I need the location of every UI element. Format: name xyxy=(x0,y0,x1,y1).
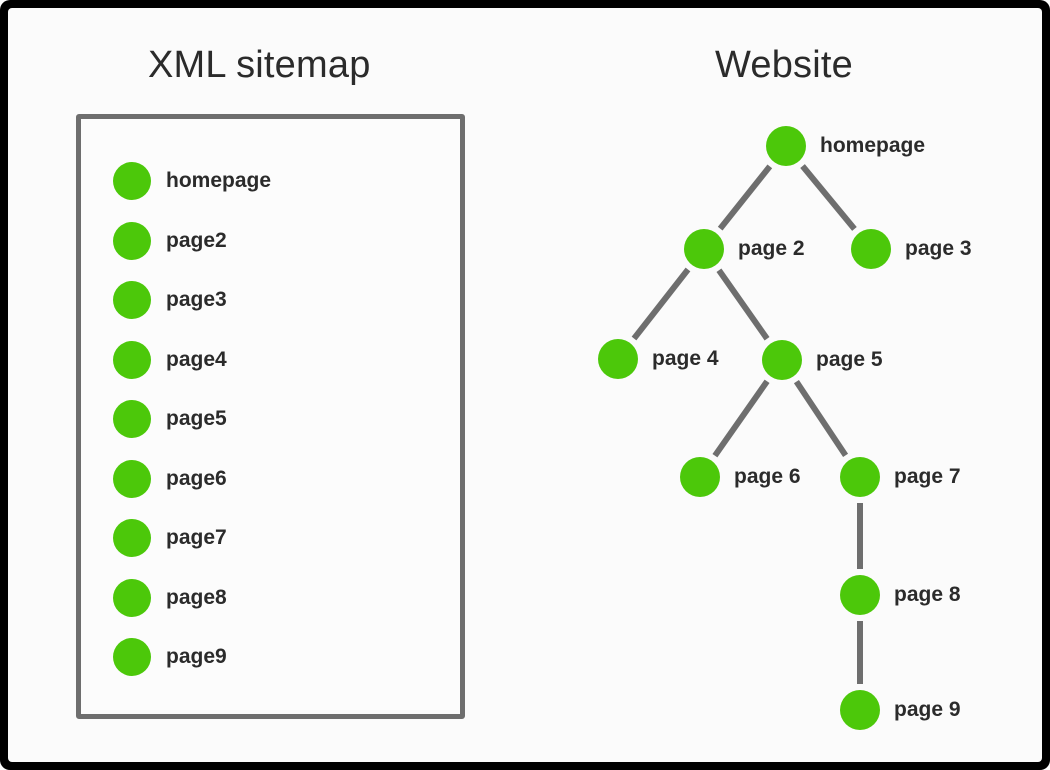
green-dot-icon xyxy=(113,221,151,260)
green-dot-icon xyxy=(113,638,151,676)
tree-node-label: page 7 xyxy=(894,465,961,488)
green-dot-icon xyxy=(598,339,638,379)
green-dot-icon xyxy=(766,126,806,166)
list-item-label: page4 xyxy=(166,347,227,371)
list-item-label: page7 xyxy=(166,526,227,549)
list-item-label: page8 xyxy=(166,585,227,609)
tree-node-page5[interactable]: page 5 xyxy=(762,340,883,380)
green-dot-icon xyxy=(840,690,880,730)
tree-node-page6[interactable]: page 6 xyxy=(680,457,801,497)
list-item[interactable]: page8 xyxy=(113,578,227,617)
tree-node-page4[interactable]: page 4 xyxy=(598,339,719,379)
website-tree: homepage page 2 page 3 page 4 page 5 page 6 pa… xyxy=(8,8,1042,762)
list-item-label: page2 xyxy=(166,228,227,252)
list-item[interactable]: page5 xyxy=(113,400,227,438)
list-item[interactable]: page3 xyxy=(113,281,227,319)
tree-edge-page5-page7 xyxy=(793,379,849,458)
tree-node-label: page 3 xyxy=(905,237,972,260)
green-dot-icon xyxy=(113,578,151,617)
green-dot-icon xyxy=(113,162,151,200)
green-dot-icon xyxy=(113,459,151,498)
tree-node-label: page 6 xyxy=(734,465,801,488)
list-item[interactable]: page2 xyxy=(113,221,227,260)
tree-edge-page5-page6 xyxy=(712,379,770,458)
green-dot-icon xyxy=(684,229,724,269)
xml-sitemap-list: homepage page2 page3 page4 page5 page6 page7 pa… xyxy=(81,119,460,714)
tree-node-label: page 4 xyxy=(652,347,719,370)
website-title: Website xyxy=(715,44,853,86)
tree-node-label: page 9 xyxy=(894,698,961,721)
green-dot-icon xyxy=(113,519,151,557)
tree-node-label: page 5 xyxy=(816,348,883,371)
list-item[interactable]: page7 xyxy=(113,519,227,557)
tree-edges xyxy=(631,164,863,684)
tree-node-label: homepage xyxy=(820,134,926,157)
xml-sitemap-title: XML sitemap xyxy=(148,44,371,86)
list-item[interactable]: page9 xyxy=(113,638,227,676)
list-item-label: page3 xyxy=(166,288,227,311)
green-dot-icon xyxy=(840,575,880,615)
green-dot-icon xyxy=(113,281,151,319)
tree-edge-page2-page5 xyxy=(716,268,770,341)
tree-node-label: page 2 xyxy=(738,237,805,260)
list-item-label: homepage xyxy=(166,169,272,192)
tree-node-page2[interactable]: page 2 xyxy=(684,229,805,269)
tree-node-label: page 8 xyxy=(894,583,961,606)
list-item-label: page5 xyxy=(166,407,227,430)
tree-edge-homepage-page2 xyxy=(717,164,773,231)
tree-node-page9[interactable]: page 9 xyxy=(840,690,961,730)
tree-edge-homepage-page3 xyxy=(800,164,857,231)
green-dot-icon xyxy=(851,229,891,269)
list-item[interactable]: page6 xyxy=(113,459,227,498)
green-dot-icon xyxy=(113,340,151,379)
green-dot-icon xyxy=(680,457,720,497)
green-dot-icon xyxy=(840,457,880,497)
tree-node-page3[interactable]: page 3 xyxy=(851,229,972,269)
list-item[interactable]: page4 xyxy=(113,340,227,379)
tree-node-page7[interactable]: page 7 xyxy=(840,457,961,497)
xml-sitemap-box: homepage page2 page3 page4 page5 page6 page7 pa… xyxy=(76,114,465,719)
tree-edge-page2-page4 xyxy=(631,267,691,341)
tree-node-page8[interactable]: page 8 xyxy=(840,575,961,615)
tree-node-homepage[interactable]: homepage xyxy=(766,126,925,166)
list-item-label: page9 xyxy=(166,645,227,668)
green-dot-icon xyxy=(762,340,802,380)
list-item[interactable]: homepage xyxy=(113,162,271,200)
diagram-canvas: XML sitemap homepage page2 page3 page4 page5… xyxy=(8,8,1042,762)
list-item-label: page6 xyxy=(166,466,227,490)
green-dot-icon xyxy=(113,400,151,438)
